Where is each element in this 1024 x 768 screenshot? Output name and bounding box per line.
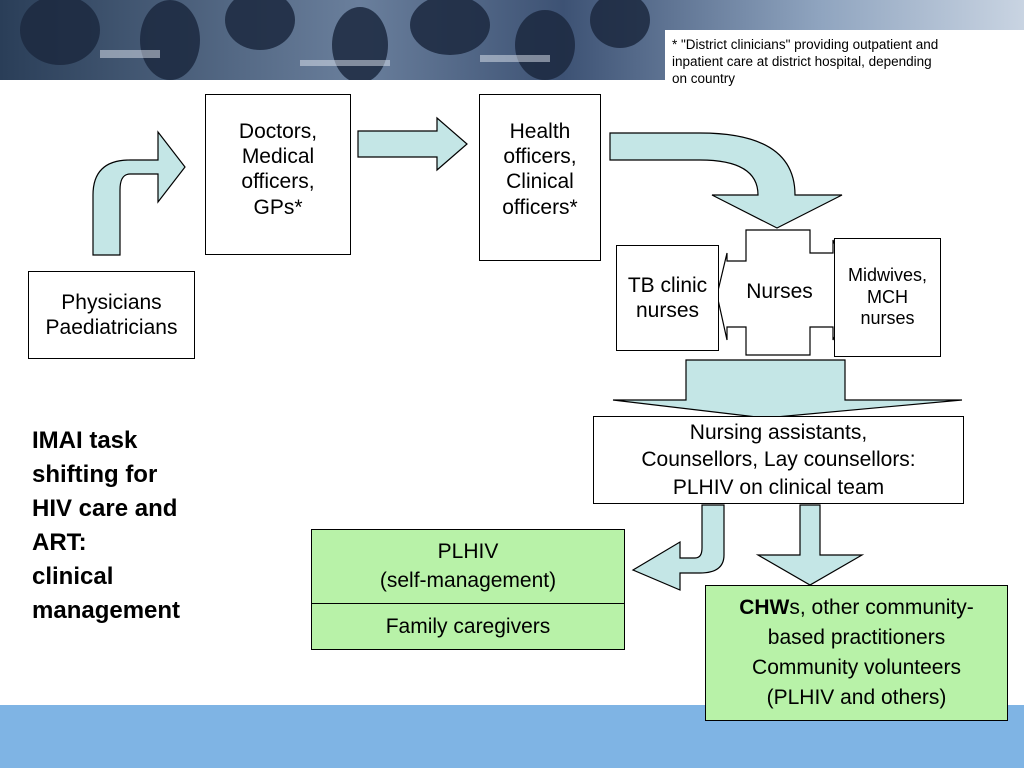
arrow-nurses-to-assistants [612, 359, 963, 419]
diagram-title: IMAI task shifting for HIV care and ART:… [32, 427, 181, 625]
node-chws-text: CHWs, other community- based practitione… [739, 593, 974, 712]
node-chws: CHWs, other community- based practitione… [705, 585, 1008, 721]
chw-rest-label: s, other community- based practitioners … [752, 596, 974, 709]
arrow-assistants-to-plhiv [631, 504, 725, 591]
node-family-caregivers: Family caregivers [311, 603, 625, 650]
node-midwives: Midwives, MCH nurses [834, 238, 941, 357]
arrow-health-to-nurses [609, 132, 843, 229]
arrow-physicians-to-doctors [92, 130, 186, 256]
node-physicians-label: Physicians Paediatricians [45, 290, 178, 339]
node-family-caregivers-label: Family caregivers [385, 614, 551, 638]
chw-bold-label: CHW [739, 596, 790, 620]
arrow-assistants-to-chw [755, 504, 865, 586]
node-nurses: Nurses [727, 280, 832, 304]
node-tb-clinic-nurses: TB clinic nurses [616, 245, 719, 351]
node-doctors-label: Doctors, Medical officers, GPs* [238, 120, 318, 219]
nurses-shape [716, 229, 856, 356]
node-plhiv: PLHIV (self-management) [311, 529, 625, 604]
node-tb-clinic-nurses-label: TB clinic nurses [627, 273, 708, 322]
district-clinicians-note: * "District clinicians" providing outpat… [672, 37, 939, 86]
node-doctors: Doctors, Medical officers, GPs* [205, 94, 351, 255]
node-nursing-assistants-label: Nursing assistants, Counsellors, Lay cou… [641, 421, 916, 499]
node-nurses-label: Nurses [746, 280, 813, 303]
node-nursing-assistants: Nursing assistants, Counsellors, Lay cou… [593, 416, 964, 504]
node-health-officers-label: Health officers, Clinical officers* [502, 120, 578, 219]
arrow-doctors-to-health [357, 116, 468, 172]
node-midwives-label: Midwives, MCH nurses [847, 265, 927, 329]
header-photo-banner [0, 0, 1024, 80]
node-plhiv-label: PLHIV (self-management) [379, 540, 557, 592]
node-physicians: Physicians Paediatricians [28, 271, 195, 359]
node-health-officers: Health officers, Clinical officers* [479, 94, 601, 261]
